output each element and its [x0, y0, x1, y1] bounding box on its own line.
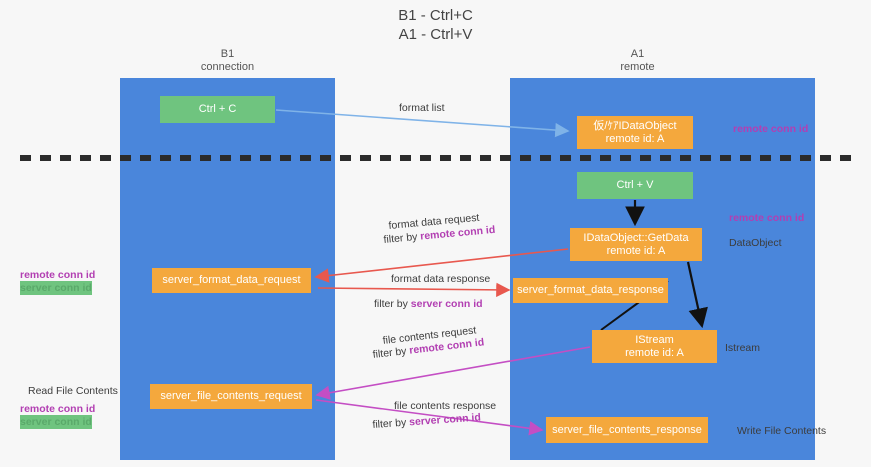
divider-dash	[340, 155, 351, 161]
divider-dash	[420, 155, 431, 161]
divider-dash	[440, 155, 451, 161]
edge-label-format-data-response-filter: filter by server conn id	[374, 297, 483, 311]
connector-file-contents-response	[315, 399, 544, 436]
divider-dash	[400, 155, 411, 161]
divider-dash	[840, 155, 851, 161]
divider-dash	[220, 155, 231, 161]
divider-dash	[260, 155, 271, 161]
annotation-left-remote-conn-id: remote conn id	[20, 269, 96, 281]
lane-header-b1: B1 connection	[200, 48, 255, 73]
node-istream[interactable]: IStream remote id: A	[592, 330, 717, 363]
filter-key-server-conn-id: server conn id	[410, 298, 483, 310]
divider-dash	[640, 155, 651, 161]
filter-prefix: filter by	[372, 416, 410, 431]
annotation-istream: Istream	[725, 342, 761, 354]
divider-dash	[760, 155, 771, 161]
divider-dash	[700, 155, 711, 161]
connector-format-list	[275, 109, 570, 138]
divider-dash	[780, 155, 791, 161]
filter-prefix: filter by	[374, 298, 411, 310]
divider-dash	[320, 155, 331, 161]
divider-dash	[800, 155, 811, 161]
annotation-remote-conn-id-mid: remote conn id	[729, 212, 805, 224]
node-server-format-data-response[interactable]: server_format_data_response	[513, 278, 668, 303]
divider-dash	[200, 155, 211, 161]
connector-getdata-to-istream	[686, 261, 708, 329]
edge-label-format-list: format list	[399, 102, 445, 114]
edge-label-format-data-response: format data response	[391, 273, 491, 285]
divider-dash	[240, 155, 251, 161]
node-idataobject[interactable]: 仮/ｹｱIDataObject remote id: A	[577, 116, 693, 149]
divider-dash	[120, 155, 131, 161]
annotation-left-server-conn-id: server conn id	[20, 281, 92, 295]
divider-dash	[140, 155, 151, 161]
annotation-dataobject: DataObject	[729, 237, 782, 249]
divider-dash	[660, 155, 671, 161]
annotation-write-file-contents: Write File Contents	[737, 425, 827, 437]
diagram-title: B1 - Ctrl+C A1 - Ctrl+V	[398, 7, 473, 43]
node-server-file-contents-request[interactable]: server_file_contents_request	[150, 384, 312, 409]
connector-format-data-request	[314, 248, 569, 283]
divider-dash	[720, 155, 731, 161]
divider-dash	[820, 155, 831, 161]
divider-dash	[740, 155, 751, 161]
connector-format-data-response	[317, 282, 511, 298]
divider-dash	[100, 155, 111, 161]
divider-dash	[60, 155, 71, 161]
node-server-format-data-request[interactable]: server_format_data_request	[152, 268, 311, 293]
annotation-left-server-conn-id-2: server conn id	[20, 415, 92, 429]
node-ctrl-v[interactable]: Ctrl + V	[577, 172, 693, 199]
node-ctrl-c[interactable]: Ctrl + C	[160, 96, 275, 123]
annotation-left-remote-conn-id-2: remote conn id	[20, 403, 96, 415]
annotation-read-file-contents: Read File Contents	[28, 385, 118, 397]
node-server-file-contents-response[interactable]: server_file_contents_response	[546, 417, 708, 443]
divider-dash	[540, 155, 551, 161]
divider-dash	[380, 155, 391, 161]
node-idataobject-getdata[interactable]: IDataObject::GetData remote id: A	[570, 228, 702, 261]
divider-dash	[160, 155, 171, 161]
divider-dash	[620, 155, 631, 161]
divider-dash	[600, 155, 611, 161]
divider-dash	[300, 155, 311, 161]
divider-dash	[80, 155, 91, 161]
edge-label-file-contents-response: file contents response	[394, 400, 497, 412]
divider-dash	[40, 155, 51, 161]
divider-dash	[180, 155, 191, 161]
divider-dash	[360, 155, 371, 161]
divider-dash	[680, 155, 691, 161]
divider-dash	[480, 155, 491, 161]
connector-file-contents-request	[315, 346, 591, 400]
divider-dash	[580, 155, 591, 161]
lane-header-a1: A1 remote	[620, 48, 655, 73]
divider-dash	[560, 155, 571, 161]
divider-dash	[500, 155, 511, 161]
phase-divider	[0, 155, 871, 161]
divider-dash	[280, 155, 291, 161]
divider-dash	[20, 155, 31, 161]
annotation-remote-conn-id-top: remote conn id	[733, 123, 809, 135]
divider-dash	[460, 155, 471, 161]
divider-dash	[520, 155, 531, 161]
filter-prefix: filter by	[383, 230, 421, 246]
